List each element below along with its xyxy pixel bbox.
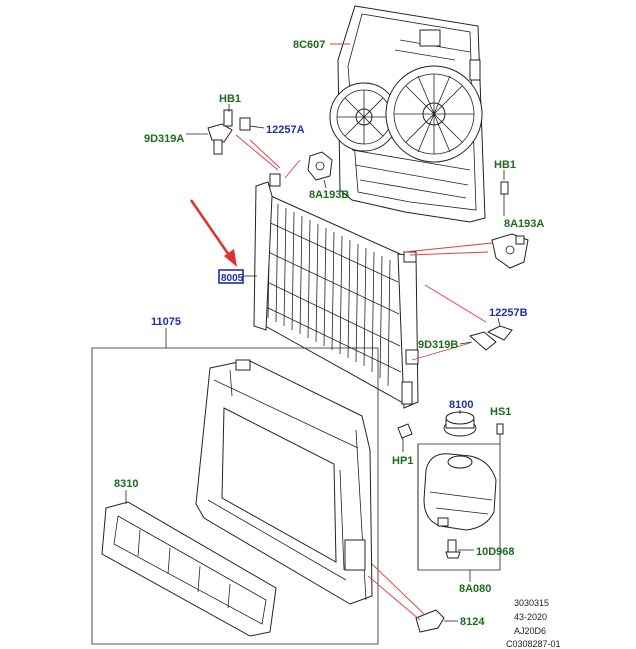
air-deflector[interactable] — [101, 501, 277, 637]
radiator-leaders — [235, 134, 493, 361]
left-mount[interactable] — [307, 151, 333, 181]
clip-right-label: 9D319B — [418, 339, 458, 351]
shroud-label: 11075 — [151, 316, 181, 328]
clip-right-leader — [459, 341, 473, 345]
shroud-group-box — [91, 347, 379, 645]
hb1-left-label: HB1 — [219, 93, 241, 105]
cooling-fan-assembly[interactable] — [329, 5, 486, 223]
tank-label: 8A080 — [459, 583, 491, 595]
deflector-label: 8310 — [114, 478, 138, 490]
bracket-label: 8124 — [460, 616, 485, 628]
sensor-label: 10D968 — [476, 546, 515, 558]
radiator-shroud[interactable] — [195, 359, 373, 605]
bolt-left-label: 12257A — [266, 124, 305, 136]
mount-right-label: 8A193A — [504, 218, 544, 230]
radiator[interactable] — [253, 173, 419, 409]
stamp-line-3: AJ20D6 — [514, 626, 546, 636]
bracket-leader-1 — [371, 563, 425, 615]
tank-cap[interactable] — [443, 411, 477, 437]
cap-label: 8100 — [449, 399, 473, 411]
expansion-tank[interactable] — [423, 453, 497, 531]
bracket-leader-2 — [367, 575, 421, 621]
hp1-label: HP1 — [392, 455, 413, 467]
bolt-left-leader — [249, 125, 265, 129]
hb1-right-label: HB1 — [494, 159, 516, 171]
stamp-line-1: 3030315 — [514, 598, 549, 608]
stamp-line-4: C0308287-01 — [506, 639, 561, 649]
right-bolt[interactable] — [468, 325, 513, 351]
bolt-right-label: 12257B — [489, 307, 528, 319]
hs1-label: HS1 — [490, 406, 511, 418]
highlight-label: 8005 — [221, 273, 244, 284]
drawing-stamp: 3030315 43-2020 AJ20D6 C0308287-01 — [506, 598, 561, 649]
fan-label: 8C607 — [293, 39, 325, 51]
highlight-arrow — [189, 199, 237, 267]
right-upper-screw[interactable] — [500, 181, 509, 216]
left-upper-bracket[interactable] — [207, 109, 251, 155]
hp1-clip[interactable] — [397, 423, 413, 439]
stamp-line-2: 43-2020 — [514, 612, 547, 622]
clip-left-label: 9D319A — [144, 133, 184, 145]
hs1-screw[interactable] — [496, 423, 504, 444]
right-mount[interactable] — [491, 233, 529, 269]
mount-left-label: 8A193B — [309, 189, 349, 201]
bolt-right-leader — [497, 317, 501, 327]
level-sensor[interactable] — [445, 539, 461, 559]
mount-left-leader — [323, 179, 327, 189]
highlighted-part-8005[interactable]: 8005 — [218, 269, 244, 284]
bracket-8124[interactable] — [415, 609, 445, 633]
